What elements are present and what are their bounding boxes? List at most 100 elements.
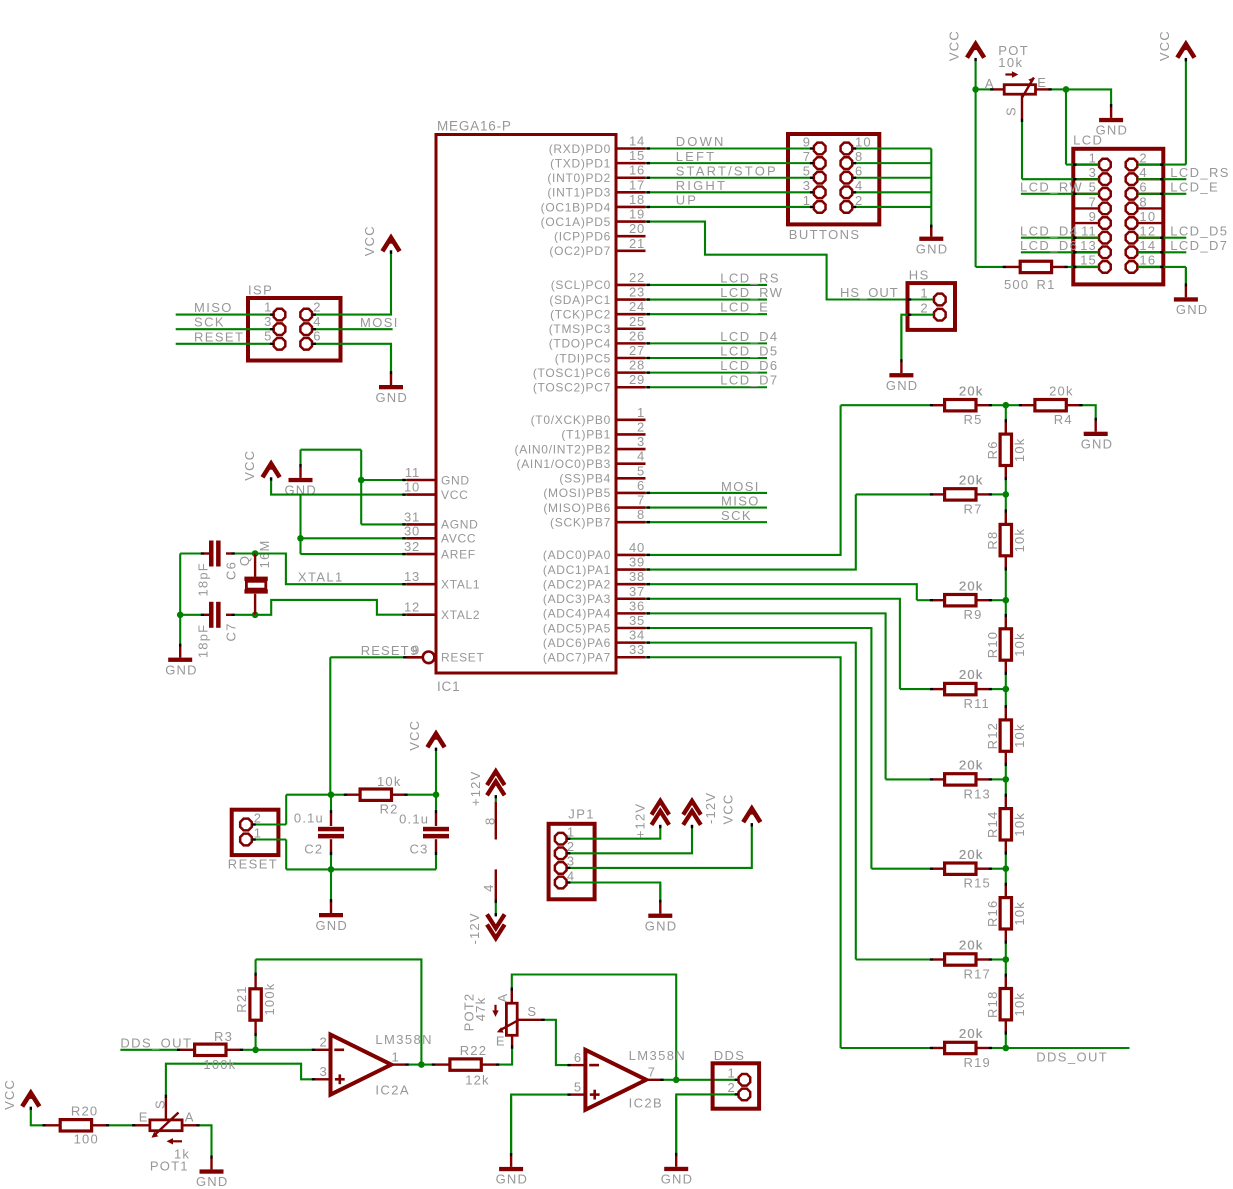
svg-text:16: 16 (1139, 253, 1156, 268)
svg-text:(OC1A)PD5: (OC1A)PD5 (541, 215, 611, 229)
svg-text:(TXD)PD1: (TXD)PD1 (550, 156, 611, 170)
svg-text:20k: 20k (959, 847, 984, 862)
svg-text:10k: 10k (1012, 723, 1027, 748)
svg-text:4: 4 (313, 314, 321, 329)
svg-text:E: E (139, 1109, 149, 1124)
svg-text:7: 7 (803, 149, 811, 164)
svg-text:3: 3 (803, 178, 811, 193)
svg-text:17: 17 (629, 177, 645, 192)
svg-text:39: 39 (629, 555, 645, 570)
svg-text:15: 15 (1080, 253, 1097, 268)
svg-text:10k: 10k (1012, 901, 1027, 926)
svg-text:Q: Q (237, 555, 252, 566)
svg-text:19: 19 (629, 207, 645, 222)
svg-text:VCC: VCC (947, 30, 962, 61)
svg-text:DDS: DDS (714, 1048, 746, 1063)
svg-text:MISO: MISO (721, 494, 760, 509)
svg-text:1: 1 (567, 825, 575, 840)
svg-text:20k: 20k (959, 667, 984, 682)
svg-text:5: 5 (264, 329, 272, 344)
svg-text:8: 8 (482, 817, 497, 825)
svg-text:37: 37 (629, 584, 645, 599)
svg-text:(OC2)PD7: (OC2)PD7 (549, 244, 611, 258)
svg-text:2: 2 (254, 811, 262, 826)
svg-text:8: 8 (637, 507, 645, 522)
svg-text:MEGA16-P: MEGA16-P (437, 119, 512, 134)
svg-text:10: 10 (1139, 209, 1156, 224)
svg-text:(INT1)PD3: (INT1)PD3 (547, 186, 611, 200)
svg-text:20k: 20k (959, 473, 984, 488)
svg-text:20k: 20k (959, 758, 984, 773)
svg-text:MOSI: MOSI (360, 315, 399, 330)
svg-text:1: 1 (264, 299, 272, 314)
svg-text:29: 29 (629, 372, 645, 387)
svg-text:R14: R14 (985, 811, 1000, 838)
svg-text:LCD: LCD (1073, 132, 1103, 147)
svg-text:LCD_D7: LCD_D7 (720, 373, 778, 388)
svg-text:10: 10 (404, 480, 420, 495)
svg-text:AGND: AGND (441, 518, 478, 532)
svg-text:10k: 10k (998, 55, 1023, 70)
svg-text:LCD_RS: LCD_RS (1170, 165, 1230, 180)
svg-text:2: 2 (727, 1080, 735, 1095)
svg-text:5: 5 (574, 1079, 582, 1094)
svg-text:IC1: IC1 (437, 679, 460, 694)
svg-text:28: 28 (629, 358, 645, 373)
svg-text:4: 4 (637, 449, 645, 464)
svg-text:AVCC: AVCC (441, 532, 476, 546)
svg-text:25: 25 (629, 314, 645, 329)
svg-text:GND: GND (645, 918, 678, 933)
svg-text:10k: 10k (1012, 992, 1027, 1017)
svg-text:R1: R1 (1037, 277, 1056, 292)
svg-text:14: 14 (629, 134, 645, 149)
svg-text:20k: 20k (959, 383, 984, 398)
svg-text:C7: C7 (224, 622, 239, 641)
svg-text:R20: R20 (71, 1104, 98, 1119)
svg-text:AREF: AREF (441, 547, 476, 561)
svg-text:8: 8 (855, 149, 863, 164)
svg-text:LCD_D4: LCD_D4 (1020, 224, 1078, 239)
svg-text:R19: R19 (964, 1055, 991, 1070)
svg-text:GND: GND (165, 662, 198, 677)
svg-text:LCD_D6: LCD_D6 (720, 358, 778, 373)
svg-text:SCK: SCK (194, 315, 225, 330)
svg-text:(SCL)PC0: (SCL)PC0 (551, 278, 611, 292)
svg-text:21: 21 (629, 236, 645, 251)
svg-text:500: 500 (1004, 277, 1029, 292)
svg-text:LCD_E: LCD_E (720, 300, 769, 315)
svg-text:0.1u: 0.1u (399, 812, 429, 827)
svg-text:GND: GND (1081, 437, 1114, 452)
svg-text:(SDA)PC1: (SDA)PC1 (549, 293, 611, 307)
svg-text:GND: GND (886, 378, 919, 393)
svg-text:R11: R11 (964, 696, 990, 711)
svg-text:(ADC2)PA2: (ADC2)PA2 (543, 577, 611, 591)
svg-text:22: 22 (629, 270, 645, 285)
svg-text:18pF: 18pF (195, 624, 210, 658)
svg-text:26: 26 (629, 328, 645, 343)
svg-text:+12V: +12V (633, 803, 648, 839)
svg-text:2: 2 (313, 299, 321, 314)
svg-text:GND: GND (441, 473, 470, 487)
svg-text:C2: C2 (304, 841, 323, 856)
svg-text:20k: 20k (959, 473, 984, 488)
svg-text:JP1: JP1 (568, 807, 595, 822)
svg-text:6: 6 (313, 329, 321, 344)
svg-text:LCD_D6: LCD_D6 (1020, 238, 1078, 253)
svg-text:S: S (527, 1004, 537, 1019)
svg-text:12: 12 (1139, 224, 1156, 239)
svg-text:GND: GND (196, 1174, 229, 1189)
svg-text:DDS_OUT: DDS_OUT (1036, 1050, 1108, 1065)
svg-text:(TOSC2)PC7: (TOSC2)PC7 (533, 381, 611, 395)
svg-text:VCC: VCC (1157, 30, 1172, 61)
svg-text:5: 5 (637, 463, 645, 478)
svg-text:R18: R18 (985, 990, 1000, 1017)
svg-text:1: 1 (1089, 150, 1097, 165)
svg-text:E: E (1037, 75, 1047, 90)
svg-text:DOWN: DOWN (676, 134, 726, 149)
svg-text:ISP: ISP (248, 283, 273, 298)
svg-text:(ADC1)PA1: (ADC1)PA1 (543, 563, 611, 577)
svg-text:START/STOP: START/STOP (676, 163, 778, 178)
svg-text:(TDI)PC5: (TDI)PC5 (555, 351, 611, 365)
svg-text:13: 13 (404, 569, 420, 584)
svg-text:0.1u: 0.1u (294, 811, 324, 826)
